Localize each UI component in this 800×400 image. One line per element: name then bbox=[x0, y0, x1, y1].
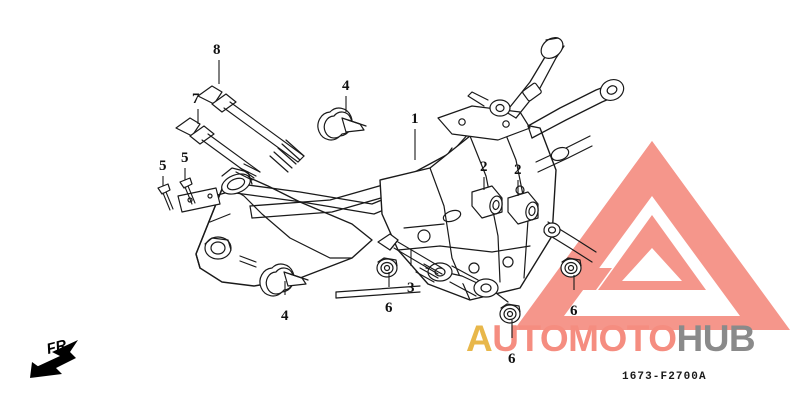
callout-5-a[interactable]: 5 bbox=[159, 158, 167, 174]
rear-subframe-lower-arm bbox=[527, 78, 625, 139]
callout-2-b[interactable]: 2 bbox=[514, 162, 522, 178]
callout-6-c[interactable]: 6 bbox=[508, 351, 516, 367]
frame-upper-bracket bbox=[437, 105, 531, 141]
screw-5-a bbox=[157, 183, 174, 211]
nut-6-bottom bbox=[499, 303, 521, 324]
bolt-7 bbox=[175, 117, 261, 181]
callout-8[interactable]: 8 bbox=[213, 42, 221, 58]
steering-head bbox=[221, 167, 253, 195]
bolt-3 bbox=[377, 233, 443, 283]
nut-6-right bbox=[560, 257, 582, 278]
rear-subframe-upper-arm bbox=[505, 37, 565, 119]
nut-6-left bbox=[376, 257, 398, 278]
watermark-text-mid: UTOMOTO bbox=[492, 318, 677, 359]
callout-6-b[interactable]: 6 bbox=[570, 303, 578, 319]
collar-bushing-b bbox=[507, 191, 539, 225]
collar-bushing-a bbox=[471, 185, 503, 219]
frame-left-bushing bbox=[204, 236, 232, 260]
watermark-text: AUTOMOTOHUB bbox=[466, 318, 756, 360]
stud-left bbox=[239, 255, 257, 268]
callout-6-a[interactable]: 6 bbox=[385, 300, 393, 316]
watermark-text-hub: HUB bbox=[676, 318, 756, 359]
callout-1[interactable]: 1 bbox=[411, 111, 419, 127]
callout-2-a[interactable]: 2 bbox=[480, 159, 488, 175]
callout-5-b[interactable]: 5 bbox=[181, 150, 189, 166]
callout-4-lower[interactable]: 4 bbox=[281, 308, 289, 324]
watermark-text-a: A bbox=[466, 318, 493, 359]
diagram-part-number: 1673-F2700A bbox=[622, 371, 707, 383]
callout-3[interactable]: 3 bbox=[407, 280, 415, 296]
rear-lower-link bbox=[543, 221, 597, 263]
cable-clamp-4-upper bbox=[317, 107, 367, 141]
cable-clamp-4-lower bbox=[259, 263, 309, 297]
screw-5-b bbox=[179, 177, 196, 205]
pivot-shaft bbox=[335, 285, 421, 299]
rear-subframe-strut bbox=[535, 135, 593, 173]
callout-4-upper[interactable]: 4 bbox=[342, 78, 350, 94]
lower-pivot-links bbox=[425, 262, 509, 303]
callout-7[interactable]: 7 bbox=[192, 91, 200, 107]
bolt-8 bbox=[197, 85, 305, 173]
mount-plate-small bbox=[177, 187, 221, 213]
rear-subframe-pivot-cluster bbox=[467, 82, 542, 117]
